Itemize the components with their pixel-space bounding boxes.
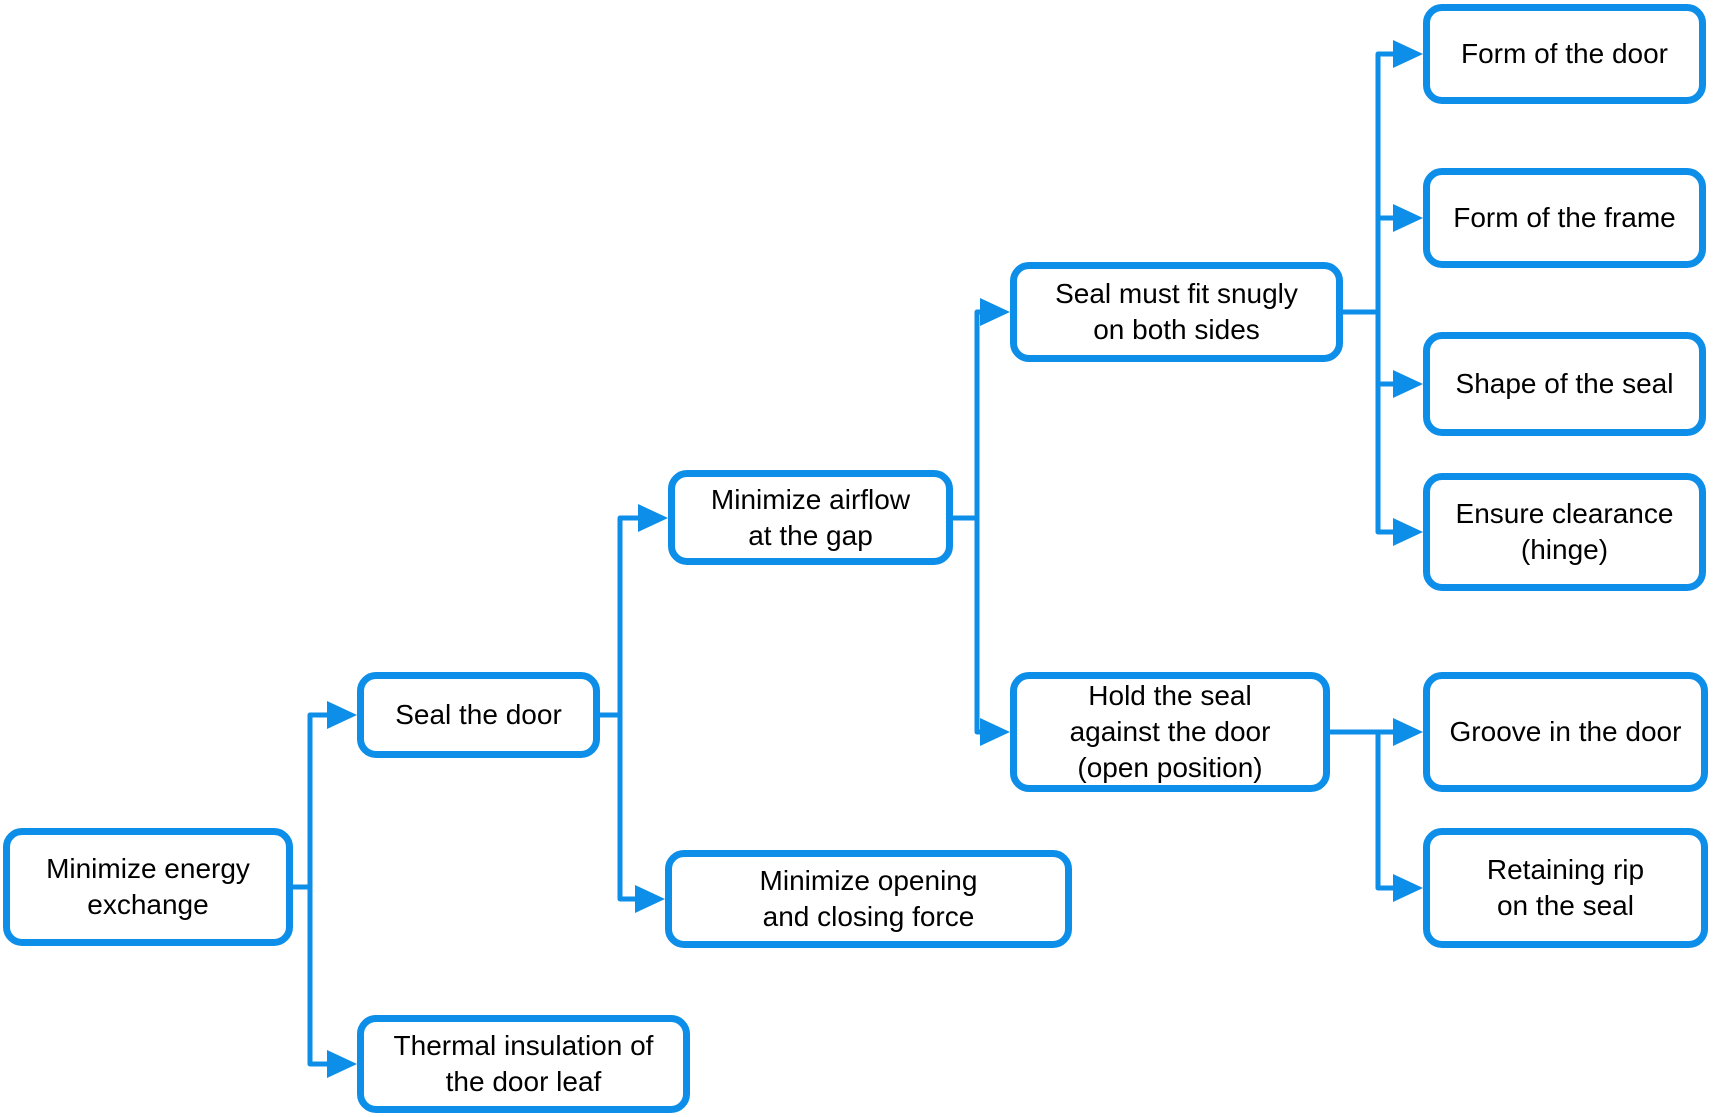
node-seal-fit-snugly-both-sides: Seal must fit snugly on both sides	[1010, 262, 1343, 362]
arrowhead-seal-fit-snugly-icon	[980, 298, 1010, 326]
node-label: Groove in the door	[1449, 716, 1682, 747]
node-label: Shape of the seal	[1455, 368, 1674, 399]
arrowhead-groove-icon	[1393, 718, 1423, 746]
arrowhead-form-of-door-icon	[1393, 40, 1423, 68]
node-hold-seal-against-door: Hold the seal against the door (open pos…	[1010, 672, 1330, 792]
node-minimize-airflow-at-gap: Minimize airflow at the gap	[668, 470, 953, 565]
arrowhead-form-of-frame-icon	[1393, 204, 1423, 232]
connector-root-spine	[307, 712, 332, 1067]
arrowhead-thermal-insulation-icon	[327, 1050, 357, 1078]
node-label: Minimize opening and closing force	[759, 865, 978, 932]
node-label: Retaining rip on the seal	[1486, 854, 1645, 921]
node-groove-in-the-door: Groove in the door	[1423, 672, 1708, 792]
connector-seal-door-spine	[617, 515, 642, 902]
node-shape-of-the-seal: Shape of the seal	[1423, 332, 1706, 436]
node-thermal-insulation-door-leaf: Thermal insulation of the door leaf	[357, 1015, 690, 1113]
node-form-of-the-door: Form of the door	[1423, 4, 1706, 104]
node-label: Seal the door	[395, 699, 562, 730]
node-label: Seal must fit snugly on both sides	[1055, 278, 1298, 345]
node-form-of-the-frame: Form of the frame	[1423, 168, 1706, 268]
arrowhead-minimize-airflow-icon	[638, 504, 668, 532]
arrowhead-hold-seal-icon	[980, 718, 1010, 746]
node-label: Hold the seal against the door (open pos…	[1069, 680, 1271, 783]
connector-hold-spine	[1330, 729, 1393, 891]
arrowhead-minimize-opening-icon	[635, 885, 665, 913]
node-retaining-rip-on-the-seal: Retaining rip on the seal	[1423, 828, 1708, 948]
arrowhead-shape-of-seal-icon	[1393, 370, 1423, 398]
node-label: Form of the door	[1461, 38, 1668, 69]
connector-snugly-spine	[1375, 51, 1397, 535]
node-seal-the-door: Seal the door	[357, 672, 600, 758]
arrowhead-retaining-rip-icon	[1393, 874, 1423, 902]
arrowhead-seal-the-door-icon	[327, 701, 357, 729]
node-label: Minimize energy exchange	[46, 853, 250, 920]
node-minimize-opening-closing-force: Minimize opening and closing force	[665, 850, 1072, 948]
node-ensure-clearance-hinge: Ensure clearance (hinge)	[1423, 473, 1706, 591]
node-label: Ensure clearance (hinge)	[1455, 498, 1674, 565]
node-label: Thermal insulation of the door leaf	[393, 1030, 654, 1097]
connector-airflow-spine	[974, 309, 984, 735]
node-minimize-energy-exchange: Minimize energy exchange	[3, 828, 293, 946]
arrowhead-ensure-clearance-icon	[1393, 518, 1423, 546]
node-label: Minimize airflow at the gap	[710, 483, 911, 551]
node-label: Form of the frame	[1453, 202, 1676, 233]
